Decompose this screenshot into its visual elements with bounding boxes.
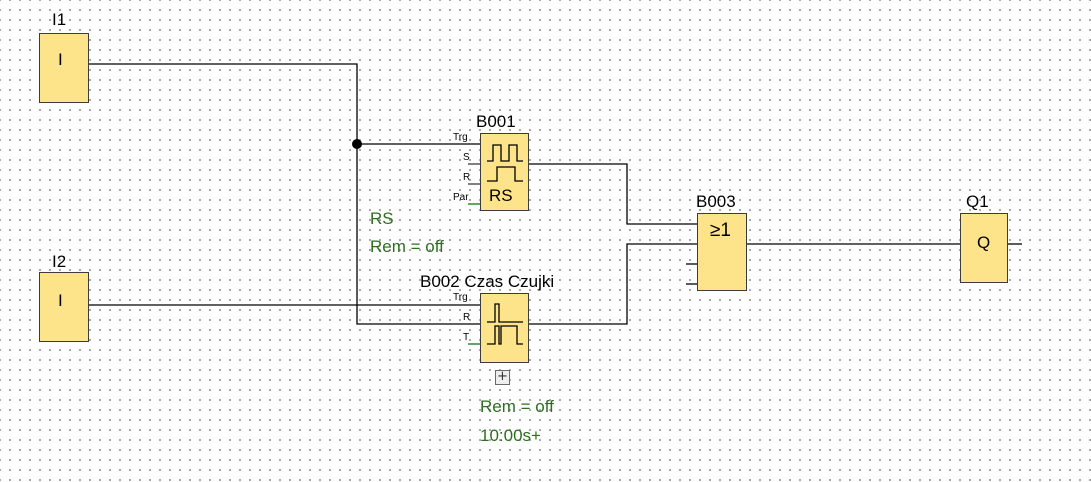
b001-symbol: RS (489, 186, 513, 205)
b001-pin-r: R (463, 172, 471, 183)
wire-b002-b003 (529, 243, 697, 325)
b002-param-rem: Rem = off (480, 397, 554, 416)
b002-pin-r: R (463, 312, 471, 323)
wire-b001-b003 (529, 163, 697, 225)
wire-i1-b001-trg (89, 63, 480, 145)
b001-param-type: RS (370, 209, 394, 228)
input-i1-symbol: I (58, 50, 63, 69)
wire-junction-b002-r (356, 144, 480, 325)
wire-junction-dot (352, 139, 362, 149)
output-q1-label: Q1 (966, 192, 989, 211)
b003-symbol: ≥1 (710, 220, 731, 241)
b002-pin-trg: Trg (453, 292, 468, 303)
b001-pin-par: Par (453, 192, 469, 203)
output-q1-block[interactable]: Q (960, 213, 1008, 283)
b001-param-rem: Rem = off (370, 237, 444, 256)
b003-or-gate-block[interactable]: ≥1 (697, 213, 747, 291)
input-i1-label: I1 (52, 10, 67, 29)
input-i2-label: I2 (52, 252, 67, 271)
b002-timer-pulse-icon (487, 303, 523, 345)
b002-expand-button[interactable]: + (495, 370, 510, 385)
input-i2-block[interactable]: I (39, 272, 89, 342)
input-i1-block[interactable]: I (39, 33, 89, 103)
output-q1-symbol: Q (977, 233, 991, 252)
input-i2-symbol: I (58, 291, 63, 310)
b002-param-time: 10:00s+ (480, 426, 541, 445)
b002-label: B002 Czas Czujki (420, 272, 555, 291)
b002-timer-block[interactable] (480, 293, 529, 363)
b002-pin-t: T (463, 332, 470, 343)
b001-rs-relay-block[interactable]: RS (480, 133, 529, 211)
b003-label: B003 (696, 192, 736, 211)
b001-pin-trg: Trg (453, 132, 468, 143)
b001-label: B001 (476, 112, 516, 131)
b001-pulse-icon (487, 144, 523, 182)
b001-pin-s: S (463, 152, 470, 163)
